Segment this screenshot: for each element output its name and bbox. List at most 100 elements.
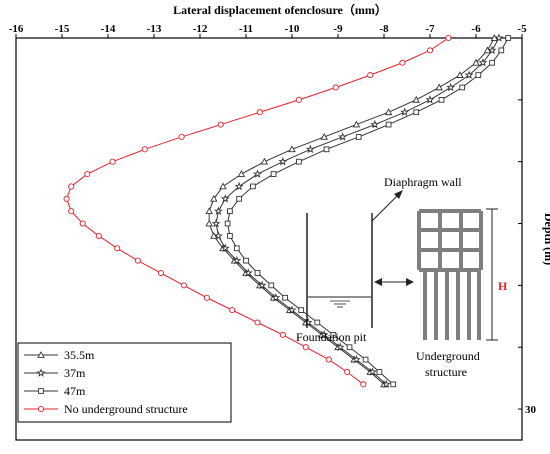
data-point xyxy=(257,280,267,290)
data-point xyxy=(157,269,164,277)
legend-label: 47m xyxy=(64,384,86,398)
data-point xyxy=(287,305,297,314)
x-axis-ticks: -16-15-14-13-12-11-10-9-8-7-6-5 xyxy=(9,23,527,38)
distance-arrowhead-right xyxy=(406,278,414,286)
data-point xyxy=(370,119,380,129)
chart-title: Lateral displacement ofenclosure（mm） xyxy=(173,2,387,17)
x-tick-label: -12 xyxy=(193,23,208,35)
data-point xyxy=(384,108,393,116)
underground-label-line2: structure xyxy=(425,365,467,379)
data-point xyxy=(346,344,353,351)
legend-item: 47m xyxy=(24,384,86,398)
data-point xyxy=(319,330,329,339)
data-point xyxy=(400,107,410,117)
data-point xyxy=(109,158,116,165)
data-point xyxy=(367,72,374,79)
x-tick-label: -11 xyxy=(239,23,253,35)
data-point xyxy=(95,232,102,239)
data-point xyxy=(234,181,244,191)
data-point xyxy=(270,171,277,177)
data-point xyxy=(314,319,321,326)
data-point xyxy=(478,58,488,67)
series-circle xyxy=(63,34,452,388)
x-tick-label: -13 xyxy=(147,23,162,35)
data-point xyxy=(385,121,392,128)
data-point xyxy=(338,132,348,141)
data-point xyxy=(227,208,233,215)
data-point xyxy=(250,183,256,190)
data-point xyxy=(268,282,275,289)
data-point xyxy=(464,70,474,79)
data-point xyxy=(203,294,210,301)
data-point xyxy=(213,231,223,240)
data-point xyxy=(344,368,351,376)
data-point xyxy=(362,356,369,363)
data-point xyxy=(459,84,466,91)
data-point xyxy=(260,157,269,165)
data-point xyxy=(79,220,86,227)
distance-arrowhead-left xyxy=(374,278,382,286)
y-axis-label: Depth (m) xyxy=(542,213,550,265)
data-point xyxy=(68,183,75,190)
data-point xyxy=(211,218,221,228)
data-point xyxy=(217,121,224,128)
data-point xyxy=(253,169,262,178)
data-point xyxy=(233,245,240,252)
data-point xyxy=(180,282,187,289)
x-tick-label: -6 xyxy=(471,23,481,35)
data-point xyxy=(220,194,230,203)
data-point xyxy=(351,354,361,364)
data-point xyxy=(412,95,420,103)
data-point xyxy=(390,381,397,388)
y-tick-label: 30 xyxy=(525,404,537,416)
x-tick-label: -16 xyxy=(9,23,24,35)
data-point xyxy=(381,379,391,389)
x-tick-label: -9 xyxy=(333,23,343,35)
data-point xyxy=(325,356,332,363)
data-point xyxy=(505,35,512,41)
data-point xyxy=(205,207,213,215)
data-point xyxy=(232,255,242,265)
x-tick-label: -15 xyxy=(55,23,70,35)
underground-structure-frame xyxy=(417,209,483,340)
data-point xyxy=(282,294,288,301)
data-point xyxy=(37,351,45,358)
data-point xyxy=(254,270,261,276)
data-point xyxy=(210,231,218,239)
h-label: H xyxy=(498,279,508,293)
data-point xyxy=(298,307,305,313)
data-point xyxy=(37,405,45,413)
data-point xyxy=(483,46,492,54)
data-point xyxy=(376,369,383,375)
legend-item: 37m xyxy=(24,366,86,380)
data-point xyxy=(355,134,362,140)
data-point xyxy=(63,195,70,202)
data-point xyxy=(425,95,435,104)
data-point xyxy=(36,368,46,377)
data-point xyxy=(475,72,482,78)
data-point xyxy=(446,82,456,92)
data-point xyxy=(219,182,227,190)
y-axis-ticks: 30 xyxy=(518,37,537,416)
data-point xyxy=(487,45,497,55)
data-point xyxy=(271,293,281,302)
data-point xyxy=(352,120,361,128)
data-point xyxy=(368,367,377,376)
data-point xyxy=(498,47,505,54)
wall-pointer-arrow xyxy=(371,193,400,222)
plot-frame xyxy=(15,37,523,441)
data-point xyxy=(229,307,236,314)
data-point xyxy=(295,96,302,103)
x-tick-label: -5 xyxy=(517,23,527,35)
x-tick-label: -8 xyxy=(379,23,389,35)
underground-label-line1: Underground xyxy=(416,349,480,363)
x-tick-label: -7 xyxy=(425,23,435,35)
legend-label: No underground structure xyxy=(64,402,188,416)
data-point xyxy=(288,145,296,153)
data-point xyxy=(38,388,44,394)
data-point xyxy=(305,144,315,154)
legend-label: 37m xyxy=(64,366,86,380)
series-star xyxy=(211,33,504,389)
